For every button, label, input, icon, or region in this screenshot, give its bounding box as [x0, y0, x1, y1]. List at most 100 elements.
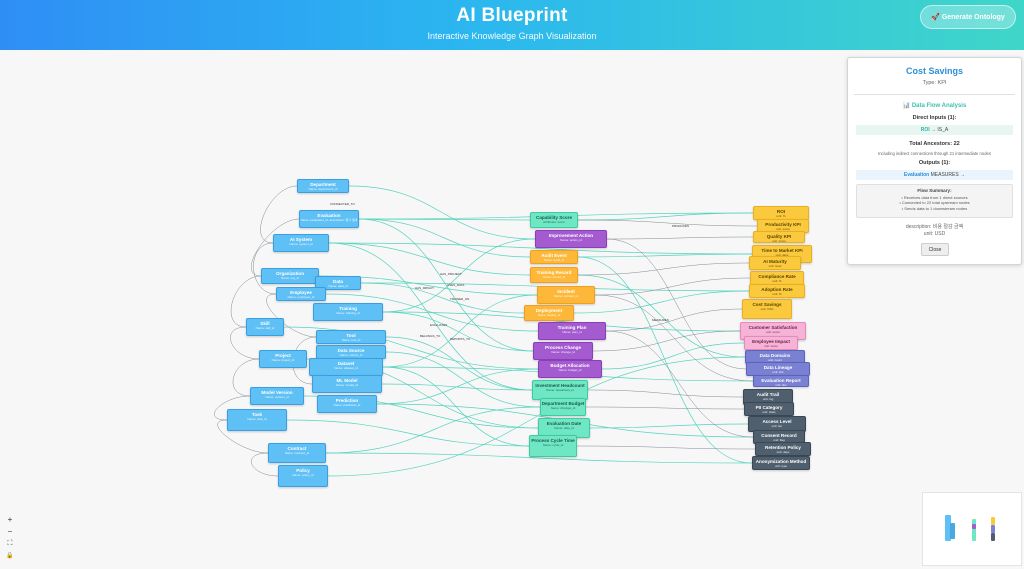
node-details-panel: Cost Savings Type: KPI 📊 Data Flow Analy…	[847, 57, 1022, 265]
graph-edge	[594, 294, 754, 382]
node-sub: Name: change_id	[551, 349, 575, 354]
graph-edge	[605, 308, 743, 332]
lock-icon[interactable]: 🔒	[6, 553, 14, 559]
graph-edge	[592, 330, 741, 352]
close-button[interactable]: Close	[921, 243, 949, 256]
edge-label: USES_DATA	[447, 283, 464, 287]
node-label: PII Category	[755, 405, 783, 410]
node-sub: unit: score	[772, 238, 786, 243]
node-label: Policy	[296, 468, 310, 473]
graph-edge	[283, 326, 539, 370]
node-label: Training Record	[536, 270, 572, 275]
zoom-in-icon[interactable]: +	[7, 515, 13, 524]
generate-ontology-button[interactable]: 🚀 Generate Ontology	[920, 5, 1016, 29]
node-sub: Name: training_id	[336, 310, 360, 315]
node-sub: unit: type	[774, 463, 788, 468]
minimap-events	[972, 524, 976, 529]
node-label: Anonymization Method	[755, 459, 807, 464]
graph-edge	[382, 294, 538, 368]
node-label: Dataset	[337, 361, 355, 366]
output-row[interactable]: Evaluation MEASURES →	[856, 170, 1013, 180]
graph-edge	[594, 277, 751, 296]
node-sub: unit: class	[762, 409, 776, 414]
minimap[interactable]	[922, 492, 1022, 566]
node-label: Task	[251, 412, 263, 417]
node-label: Employee Impact	[752, 339, 790, 344]
node-sub: Name: skill_id	[255, 325, 275, 330]
fit-view-icon[interactable]: ⛶	[7, 540, 13, 547]
direct-input-name: ROI	[920, 127, 930, 133]
node-sub: Name: policy_id	[292, 472, 314, 477]
node-label: Data Domains	[759, 353, 791, 358]
node-sub: unit: flag	[773, 437, 785, 442]
node-label: Capability Score	[536, 215, 572, 220]
graph-edge	[376, 368, 539, 405]
node-sub: Name: budget_id	[558, 367, 582, 372]
node-sub: unit: score	[776, 226, 790, 231]
direct-input-relation: → IS_A	[931, 127, 949, 133]
graph-edge	[385, 336, 533, 391]
outputs-header: Outputs (1):	[918, 160, 951, 166]
node-label: AI Maturity	[763, 259, 787, 264]
panel-type: Type: KPI	[922, 80, 947, 86]
graph-edge	[587, 389, 744, 398]
flow-summary-title: Flow Summary:	[917, 188, 952, 193]
graph-edge	[382, 238, 536, 313]
panel-description: description: 비용 절감 금액	[905, 224, 964, 230]
graph-edge	[325, 452, 753, 464]
direct-input-row[interactable]: ROI → IS_A	[856, 125, 1013, 135]
zoom-out-icon[interactable]: −	[7, 527, 13, 536]
node-sub: Name: department_id	[308, 186, 338, 191]
node-label: Employee	[290, 290, 312, 295]
graph-edge	[360, 282, 525, 314]
node-label: Data Lineage	[763, 365, 793, 370]
node-label: Training	[339, 306, 357, 311]
data-flow-heading: 📊 Data Flow Analysis	[902, 103, 967, 109]
node-sub: Name: dbudget_id	[550, 405, 576, 410]
node-sub: unit: doc	[775, 382, 787, 387]
